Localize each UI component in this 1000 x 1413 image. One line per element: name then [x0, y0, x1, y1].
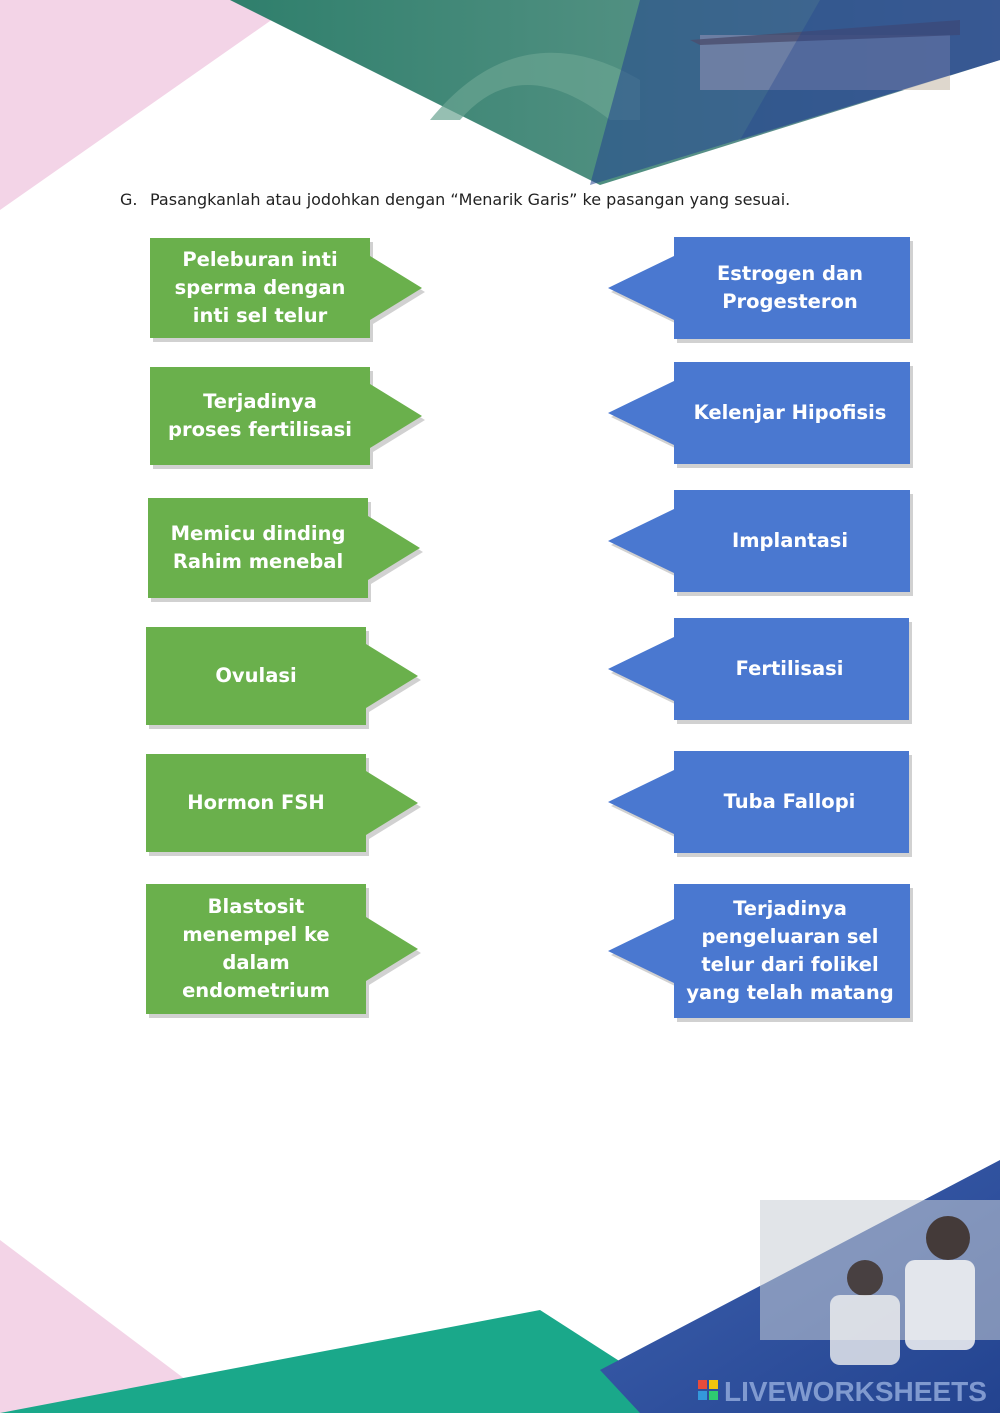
watermark-text: LIVEWORKSHEETS [724, 1376, 987, 1407]
liveworksheets-logo [698, 1380, 718, 1400]
arrow-right-shape [146, 884, 421, 1018]
right-card-label: Fertilisasi [735, 657, 844, 680]
card-body [608, 751, 909, 853]
right-card-1[interactable]: Estrogen dan Progesteron [608, 237, 913, 343]
left-card-label: Ovulasi [215, 664, 297, 687]
left-card-3[interactable]: Memicu dinding Rahim menebal [148, 498, 423, 602]
card-body [146, 627, 418, 725]
student-shirt-2 [830, 1295, 900, 1365]
student-head [926, 1216, 970, 1260]
right-card-label: Terjadinya pengeluaran sel telur dari fo… [686, 897, 894, 1004]
footer-pink-triangle [0, 1240, 230, 1413]
left-card-1[interactable]: Peleburan inti sperma dengan inti sel te… [150, 238, 425, 342]
arrow-left-shape [608, 618, 912, 724]
arrow-left-shape [608, 490, 913, 596]
arrow-right-shape [150, 238, 425, 342]
card-body [148, 498, 420, 598]
students-photo [760, 1200, 1000, 1340]
arrow-left-shape [608, 884, 913, 1022]
school-photo-banner [230, 0, 1000, 185]
pink-triangle [0, 0, 300, 210]
right-card-label: Estrogen dan Progesteron [716, 262, 864, 313]
left-card-4[interactable]: Ovulasi [146, 627, 421, 729]
student-shirt [905, 1260, 975, 1350]
arrow-right-shape [148, 498, 423, 602]
left-card-label: Hormon FSH [187, 791, 325, 814]
footer-teal-band [0, 1310, 700, 1413]
left-card-6[interactable]: Blastosit menempel ke dalam endometrium [146, 884, 421, 1018]
right-card-6[interactable]: Terjadinya pengeluaran sel telur dari fo… [608, 884, 913, 1022]
instruction-letter: G. [120, 190, 138, 209]
right-card-3[interactable]: Implantasi [608, 490, 913, 596]
arrow-left-shape [608, 362, 913, 468]
arrow-right-shape [150, 367, 425, 469]
instruction: G. Pasangkanlah atau jodohkan dengan “Men… [120, 190, 940, 209]
card-body [608, 884, 910, 1018]
left-card-5[interactable]: Hormon FSH [146, 754, 421, 856]
card-body [608, 618, 909, 720]
card-body [146, 754, 418, 852]
arrow-left-shape [608, 237, 913, 343]
arrow-right-shape [146, 627, 421, 729]
card-body [608, 362, 910, 464]
left-card-2[interactable]: Terjadinya proses fertilisasi [150, 367, 425, 469]
left-card-label: Blastosit menempel ke dalam endometrium [182, 895, 330, 1002]
right-card-5[interactable]: Tuba Fallopi [608, 751, 912, 857]
arrow-right-shape [146, 754, 421, 856]
school-building [700, 35, 950, 90]
right-card-label: Kelenjar Hipofisis [693, 401, 887, 424]
card-body [150, 238, 422, 338]
right-card-2[interactable]: Kelenjar Hipofisis [608, 362, 913, 468]
left-card-label: Peleburan inti sperma dengan inti sel te… [174, 248, 346, 327]
card-body [608, 237, 910, 339]
navy-overlay [590, 0, 1000, 185]
school-gate-arch [430, 52, 640, 120]
left-card-label: Terjadinya proses fertilisasi [168, 390, 352, 441]
left-card-label: Memicu dinding Rahim menebal [170, 522, 346, 573]
student-head-2 [847, 1260, 883, 1296]
right-card-4[interactable]: Fertilisasi [608, 618, 912, 724]
footer-decoration: LIVEWORKSHEETS [0, 1160, 1000, 1413]
footer-photo-panel [600, 1160, 1000, 1413]
navy-overlay-2 [740, 0, 1000, 140]
building-roof [690, 20, 960, 45]
instruction-text: Pasangkanlah atau jodohkan dengan “Menar… [150, 190, 791, 209]
right-card-label: Tuba Fallopi [723, 790, 856, 813]
card-body [150, 367, 422, 465]
arrow-left-shape [608, 751, 912, 857]
card-body [146, 884, 418, 1014]
card-body [608, 490, 910, 592]
right-card-label: Implantasi [731, 529, 849, 552]
